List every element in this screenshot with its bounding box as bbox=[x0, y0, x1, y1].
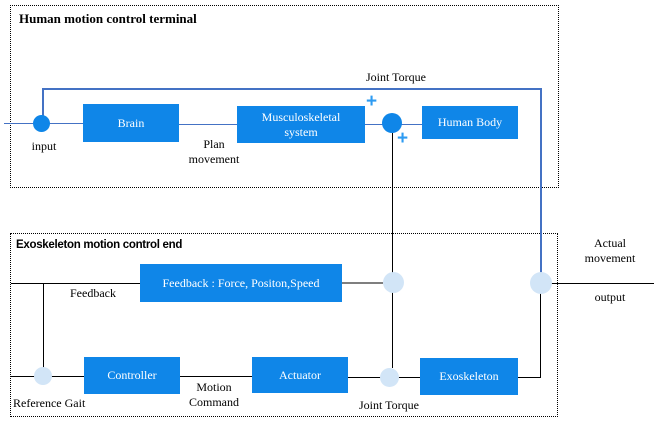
reference-gait-node bbox=[34, 367, 52, 385]
line-feedback-branch-down bbox=[43, 283, 44, 368]
label-feedback: Feedback bbox=[70, 286, 116, 300]
plus-sign-top: + bbox=[366, 91, 378, 112]
label-joint-torque-bottom: Joint Torque bbox=[359, 398, 419, 412]
line-musculoskeletal-to-sum bbox=[365, 124, 383, 125]
line-feedback-up bbox=[42, 88, 44, 123]
output-junction-node bbox=[530, 272, 552, 294]
exoskeleton-boundary bbox=[10, 233, 558, 417]
label-actual-movement: Actual movement bbox=[584, 236, 636, 265]
feedback-junction-node bbox=[383, 272, 404, 293]
block-musculoskeletal-system: Musculoskeletal system bbox=[237, 106, 365, 143]
label-reference-gait: Reference Gait bbox=[13, 396, 86, 410]
line-brain-to-musculoskeletal bbox=[179, 124, 237, 125]
label-output: output bbox=[594, 290, 626, 304]
sum-junction-node bbox=[382, 113, 402, 133]
block-brain: Brain bbox=[83, 104, 179, 142]
line-sum-down bbox=[392, 133, 393, 368]
line-joint-torque-top bbox=[42, 88, 541, 90]
line-border-to-feedback-block bbox=[11, 283, 140, 284]
line-controller-to-actuator bbox=[180, 376, 252, 377]
label-input: input bbox=[31, 139, 57, 153]
joint-torque-node bbox=[380, 368, 399, 387]
block-actuator: Actuator bbox=[252, 357, 348, 393]
label-plan-movement: Plan movement bbox=[188, 137, 240, 166]
input-node bbox=[33, 115, 50, 132]
line-joint-torque-down bbox=[540, 88, 542, 284]
line-feedback-block-to-junction bbox=[342, 282, 383, 284]
human-terminal-title: Human motion control terminal bbox=[19, 11, 197, 26]
line-input-entry bbox=[4, 123, 33, 124]
line-input-to-brain bbox=[49, 123, 83, 124]
block-human-body: Human Body bbox=[422, 106, 518, 139]
line-sum-to-human-body bbox=[401, 124, 422, 125]
human-terminal-boundary bbox=[10, 5, 559, 188]
block-feedback: Feedback : Force, Positon,Speed bbox=[140, 264, 342, 302]
plus-sign-bottom: + bbox=[397, 128, 409, 149]
block-controller: Controller bbox=[84, 357, 180, 394]
line-exoskeleton-out bbox=[518, 377, 541, 378]
label-motion-command: Motion Command bbox=[189, 380, 239, 409]
block-exoskeleton: Exoskeleton bbox=[420, 358, 518, 395]
exoskeleton-title: Exoskeleton motion control end bbox=[16, 239, 183, 251]
line-exoskeleton-up bbox=[540, 292, 541, 378]
line-output bbox=[551, 283, 654, 284]
label-joint-torque-top: Joint Torque bbox=[366, 70, 426, 84]
